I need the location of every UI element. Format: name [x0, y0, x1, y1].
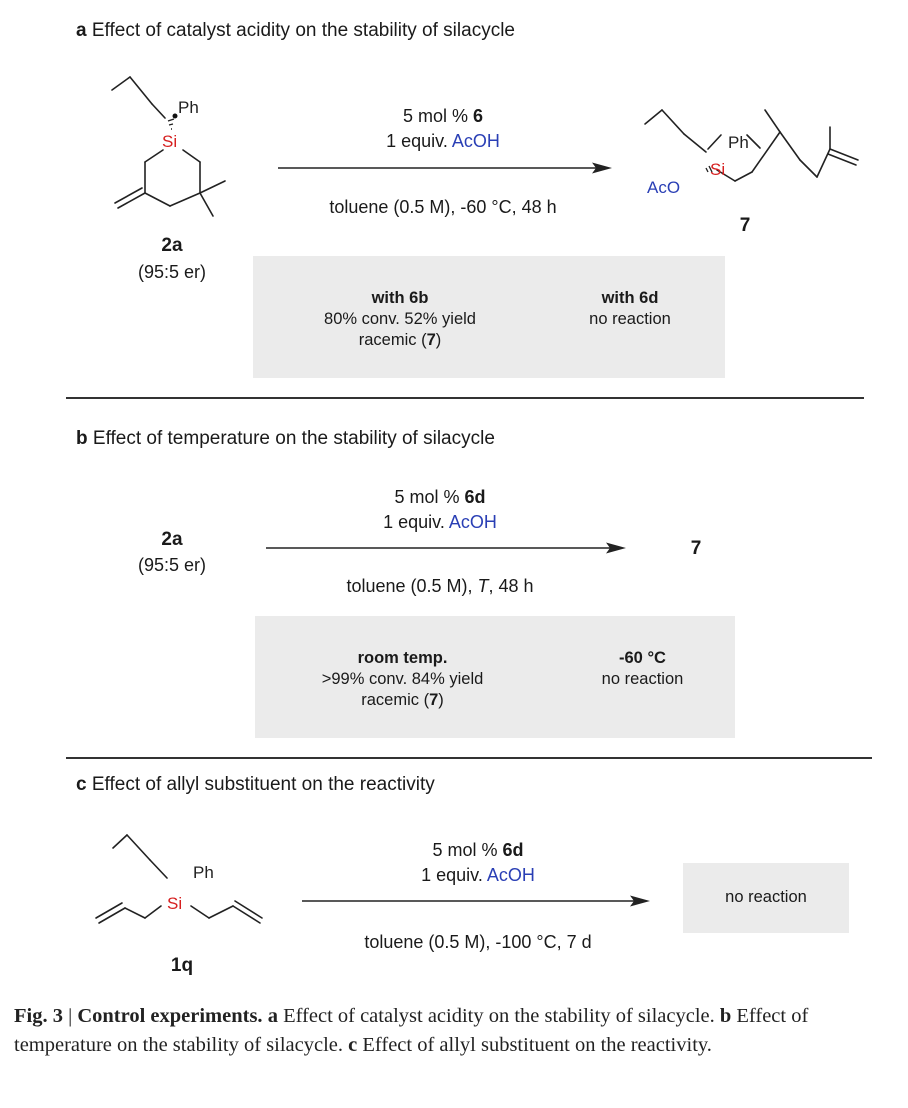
reactant-1q-structure: Ph Si [95, 834, 263, 924]
product-label: 7 [739, 215, 751, 236]
conditions-above: 5 mol % 6 1 equiv. AcOH [386, 106, 500, 151]
svg-text:Si: Si [167, 894, 182, 913]
result-no-reaction: no reaction [725, 888, 807, 906]
product-label: 7 [690, 538, 702, 559]
reactant-er: (95:5 er) [137, 262, 207, 282]
reaction-arrow [302, 895, 650, 907]
result-room-temp: room temp. >99% conv. 84% yield racemic … [321, 649, 484, 709]
conditions-above: 5 mol % 6d 1 equiv. AcOH [383, 487, 497, 532]
reactant-label: 2a [161, 529, 183, 550]
result-box-c [683, 863, 849, 933]
conditions-below: toluene (0.5 M), -60 °C, 48 h [329, 197, 557, 217]
reactant-label: 2a [161, 235, 183, 256]
conditions-above: 5 mol % 6d 1 equiv. AcOH [421, 840, 535, 885]
figure-caption: Fig. 3 | Control experiments. a Effect o… [14, 1005, 809, 1056]
conditions-below: toluene (0.5 M), T, 48 h [346, 576, 534, 596]
result-minus-60: -60 °C no reaction [601, 649, 684, 688]
result-box-a [253, 256, 725, 378]
result-6d: with 6d no reaction [589, 289, 671, 328]
reactant-label: 1q [170, 955, 194, 976]
product-7-structure: Ph Si AcO [644, 109, 859, 197]
conditions-below: toluene (0.5 M), -100 °C, 7 d [364, 932, 592, 952]
panel-b-title: b Effect of temperature on the stability… [76, 428, 495, 449]
svg-text:Ph: Ph [193, 863, 214, 882]
panel-a-title: a Effect of catalyst acidity on the stab… [76, 20, 515, 41]
result-6b: with 6b 80% conv. 52% yield racemic (7) [324, 289, 476, 349]
panel-c-title: c Effect of allyl substituent on the rea… [76, 774, 435, 795]
divider-bc [66, 757, 872, 759]
divider-ab [66, 397, 864, 399]
reaction-arrow [266, 542, 626, 554]
svg-text:Si: Si [710, 160, 725, 179]
svg-text:AcO: AcO [647, 178, 680, 197]
reactant-2a-structure: Ph Si [111, 76, 226, 217]
svg-text:Ph: Ph [728, 133, 749, 152]
result-box-b [255, 616, 735, 738]
reaction-arrow [278, 162, 612, 174]
reactant-er: (95:5 er) [137, 555, 207, 575]
ph-label: Ph [178, 98, 199, 117]
si-label: Si [162, 132, 177, 151]
